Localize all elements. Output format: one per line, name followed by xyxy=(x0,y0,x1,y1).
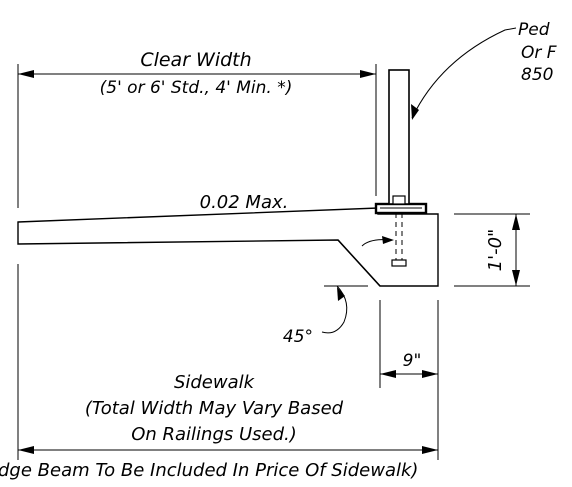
anchor-bolt-top-nut xyxy=(392,195,406,205)
beam-arrow-right xyxy=(422,370,438,378)
bolt-callout-arrowhead xyxy=(382,236,394,244)
angle-arc xyxy=(321,285,348,334)
angle-label: 45° xyxy=(283,327,313,347)
beam-arrow-left xyxy=(380,370,396,378)
railing-post xyxy=(388,69,410,205)
clear-width-arrow-right xyxy=(360,70,376,78)
clear-width-arrow-left xyxy=(18,70,34,78)
callout-text-3: 850 xyxy=(521,65,553,85)
angle-arrowhead xyxy=(337,287,345,301)
beam-width-label: 9" xyxy=(403,351,422,371)
post-callout-arrowhead xyxy=(411,104,419,120)
height-label: 1'-0" xyxy=(485,229,506,272)
sidewalk-label: Sidewalk xyxy=(174,372,256,393)
sidewalk-slab-outline xyxy=(17,207,439,287)
sidewalk-arrow-left xyxy=(18,446,34,454)
height-arrow-top xyxy=(512,214,520,230)
bottom-note: dge Beam To Be Included In Price Of Side… xyxy=(0,460,418,481)
height-arrow-bottom xyxy=(512,270,520,286)
sidewalk-arrow-right xyxy=(422,446,438,454)
anchor-bolt-nut xyxy=(391,259,407,267)
post-callout-leader xyxy=(411,27,517,119)
clear-width-label: Clear Width xyxy=(140,49,251,71)
callout-text-1: Ped xyxy=(518,20,550,40)
callout-text-2: Or F xyxy=(521,43,557,63)
edge-beam-chamfer xyxy=(337,239,381,287)
clear-width-note: (5' or 6' Std., 4' Min. *) xyxy=(100,78,293,98)
sidewalk-note-line-1: (Total Width May Vary Based xyxy=(85,398,344,419)
slope-label: 0.02 Max. xyxy=(200,192,289,213)
sidewalk-note-line-2: On Railings Used.) xyxy=(131,424,297,445)
